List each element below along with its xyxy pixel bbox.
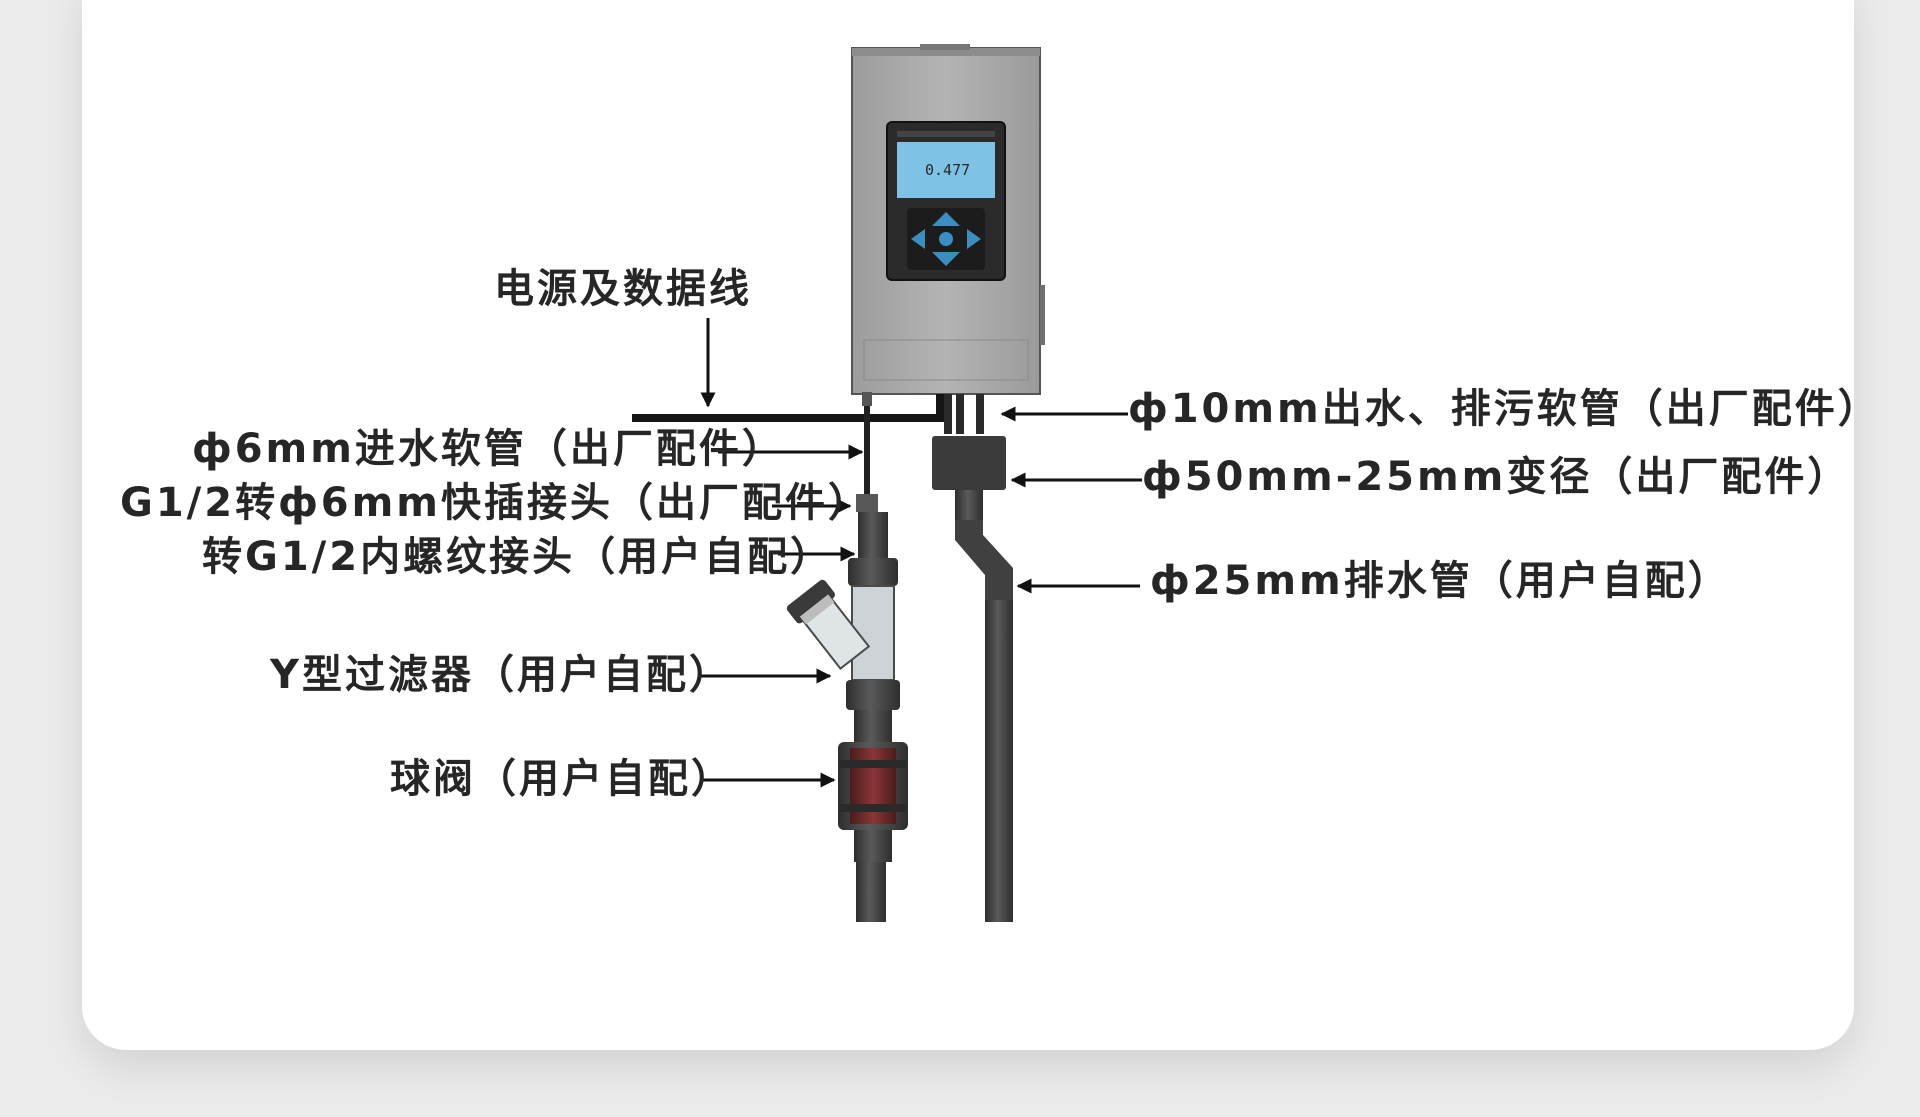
label-drain-pipe: ф25mm排水管（用户自配） (1150, 558, 1731, 604)
label-reducer: ф50mm-25mm变径（出厂配件） (1142, 454, 1850, 500)
down-key-icon (932, 252, 960, 266)
quick-connector (856, 494, 878, 512)
power-data-cable (632, 394, 944, 422)
label-y-filter: Y型过滤器（用户自配） (269, 652, 732, 698)
label-power-data-cable: 电源及数据线 (494, 266, 752, 312)
control-panel: 0.477 (886, 121, 1006, 281)
lcd-screen (897, 142, 995, 198)
enter-key-icon (939, 232, 953, 246)
left-key-icon (911, 229, 925, 249)
female-thread-joint (858, 512, 888, 558)
y-filter-branch (786, 579, 871, 671)
reducer (932, 436, 1006, 490)
label-female-thread-joint: 转G1/2内螺纹接头（用户自配） (202, 534, 833, 580)
leader-lines (700, 318, 1142, 788)
label-inlet-hose: ф6mm进水软管（出厂配件） (192, 426, 785, 472)
label-quick-connector: G1/2转ф6mm快插接头（出厂配件） (120, 480, 871, 526)
label-outlet-drain-hose: ф10mm出水、排污软管（出厂配件） (1128, 386, 1881, 432)
inlet-assembly (786, 392, 908, 922)
up-key-icon (932, 212, 960, 226)
right-key-icon (967, 229, 981, 249)
inlet-hose (864, 406, 870, 496)
drain-pipe (985, 600, 1013, 922)
drain-assembly (932, 394, 1013, 922)
screen-reading: 0.477 (925, 161, 970, 179)
label-ball-valve: 球阀（用户自配） (390, 756, 734, 802)
